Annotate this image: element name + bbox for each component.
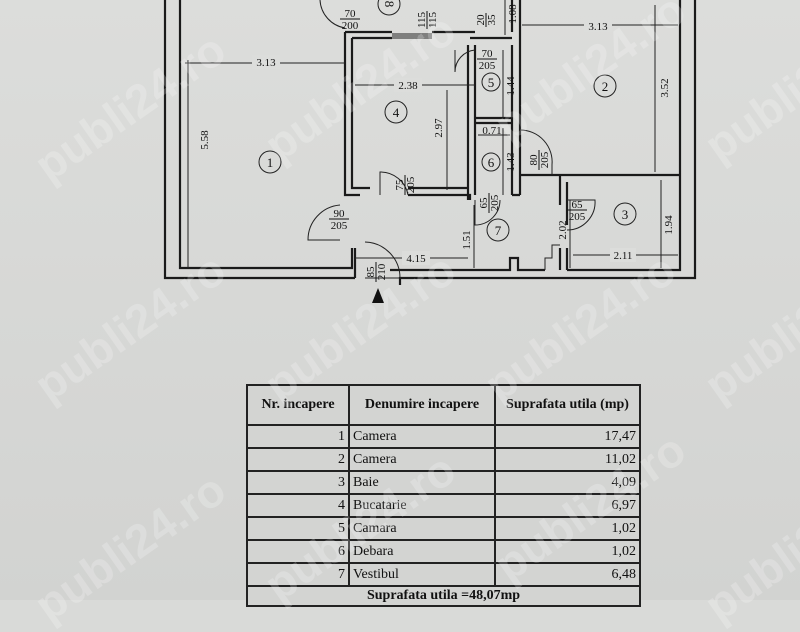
- dimension-labels: 3.13 5.58 3.13 3.52 2.11 1.94 2.38 2.97 …: [199, 4, 675, 265]
- door-width: 65: [572, 199, 584, 211]
- entrance-arrow-icon: [372, 288, 384, 303]
- col-header-name: Denumire incapere: [348, 384, 496, 426]
- door-height: 200: [342, 20, 359, 32]
- door-height: 205: [569, 211, 586, 223]
- dim-text: 1.51: [461, 230, 473, 249]
- walls: [163, 0, 697, 285]
- table-header-row: Nr. incapere Denumire incapere Suprafata…: [246, 384, 641, 426]
- door-height: 205: [489, 194, 501, 211]
- door-height: 35: [486, 14, 498, 26]
- room-name: Camera: [348, 424, 496, 449]
- total-area: Suprafata utila =48,07mp: [246, 585, 641, 607]
- room-4-label: 4: [393, 105, 400, 120]
- room-number: 4: [246, 493, 350, 518]
- room-name: Bucatarie: [348, 493, 496, 518]
- door-width: 70: [482, 48, 494, 60]
- room-8-label: 8: [382, 1, 397, 8]
- door-width: 75: [394, 179, 406, 191]
- room-area-table: Nr. incapere Denumire incapere Suprafata…: [246, 384, 641, 607]
- door-height: 205: [479, 60, 496, 72]
- door-width: 115: [416, 11, 428, 28]
- room-name: Vestibul: [348, 562, 496, 587]
- room-5-label: 5: [488, 75, 495, 90]
- room-name: Baie: [348, 470, 496, 495]
- room-number: 6: [246, 539, 350, 564]
- room-area: 17,47: [494, 424, 641, 449]
- col-header-area: Suprafata utila (mp): [494, 384, 641, 426]
- dim-text: 1.43: [505, 152, 517, 172]
- dim-text: 4.15: [406, 253, 426, 265]
- dim-text: 3.52: [659, 78, 671, 97]
- door-height: 115: [427, 11, 439, 28]
- dim-text: 2.11: [614, 250, 633, 262]
- dim-text: 1.08: [507, 4, 519, 24]
- dim-text: 3.13: [588, 21, 608, 33]
- room-number: 7: [246, 562, 350, 587]
- door-height: 205: [539, 151, 551, 168]
- dim-text: 1.94: [663, 215, 675, 235]
- room-name: Camera: [348, 447, 496, 472]
- room-area: 6,97: [494, 493, 641, 518]
- door-width: 80: [528, 154, 540, 166]
- door-width: 70: [345, 8, 357, 20]
- room-6-label: 6: [488, 155, 495, 170]
- door-height: 205: [405, 176, 417, 193]
- room-name: Camara: [348, 516, 496, 541]
- dim-text: 2.38: [398, 80, 418, 92]
- room-number: 3: [246, 470, 350, 495]
- dim-text: 5.58: [199, 130, 211, 150]
- room-area: 6,48: [494, 562, 641, 587]
- col-header-nr: Nr. incapere: [246, 384, 350, 426]
- table-total-row: Suprafata utila =48,07mp: [246, 585, 641, 607]
- room-number: 1: [246, 424, 350, 449]
- room-number: 5: [246, 516, 350, 541]
- dimension-lines: [185, 0, 678, 268]
- room-markers: 1 2 3 4 5 6 7 8: [258, 0, 637, 242]
- room-area: 1,02: [494, 516, 641, 541]
- door-width: 90: [334, 208, 346, 220]
- room-2-label: 2: [602, 79, 609, 94]
- room-area: 1,02: [494, 539, 641, 564]
- room-3-label: 3: [622, 207, 629, 222]
- room-1-label: 1: [267, 155, 274, 170]
- door-width: 85: [365, 266, 377, 278]
- dim-text: 3.13: [256, 57, 276, 69]
- room-name: Debara: [348, 539, 496, 564]
- door-width: 20: [475, 14, 487, 26]
- floor-plan: 1 2 3 4 5 6 7 8 3.13 5.58 3.13 3.52 2.11…: [163, 0, 697, 303]
- dim-text: 0.71: [482, 125, 501, 137]
- door-height: 210: [376, 263, 388, 280]
- door-width: 65: [478, 197, 490, 209]
- dim-text: 2.97: [433, 118, 445, 138]
- dim-text: 1.44: [505, 76, 517, 96]
- door-height: 205: [331, 220, 348, 232]
- room-area: 11,02: [494, 447, 641, 472]
- dim-text: 2.02: [557, 220, 569, 239]
- door-swings: [307, 0, 596, 279]
- room-area: 4,09: [494, 470, 641, 495]
- room-number: 2: [246, 447, 350, 472]
- room-7-label: 7: [495, 223, 502, 238]
